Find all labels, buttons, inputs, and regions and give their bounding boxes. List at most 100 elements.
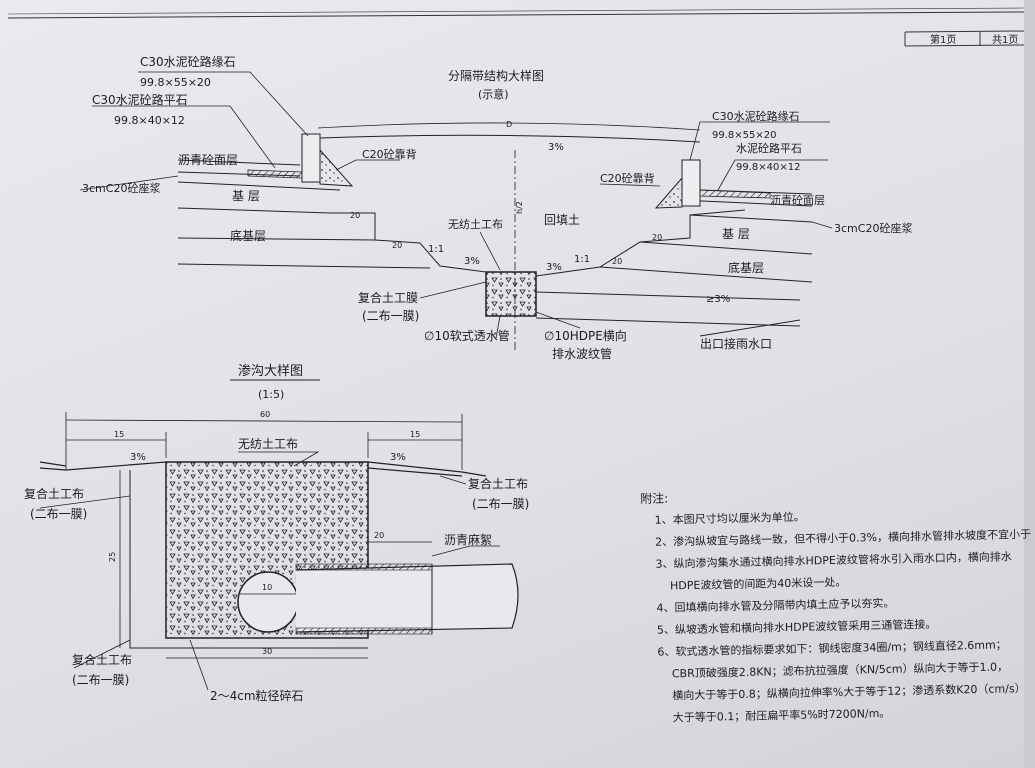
right-backing <box>654 176 683 209</box>
subbase-left: 底基层 <box>230 228 266 243</box>
subbase-line-left <box>177 237 376 241</box>
soft-pipe-label: ∅10软式透水管 <box>424 328 510 343</box>
composite-label-2: (二布一膜) <box>362 309 419 323</box>
ground-left-2 <box>39 461 67 467</box>
trench-composite-right-1: 复合土工布 <box>468 476 528 491</box>
trench-composite-low-2: (二布一膜) <box>72 673 129 687</box>
step-right <box>535 209 746 277</box>
divider-structure-detail: 分隔带结构大样图 (示意) D <box>79 54 912 361</box>
outlet-leader <box>699 319 801 337</box>
page-total: 共1页 <box>992 34 1018 46</box>
backing-left: C20砼靠背 <box>362 147 417 161</box>
slope-pipe: ≥3% <box>706 294 730 305</box>
asphalt-right: 沥青砼面层 <box>770 194 825 207</box>
top-surface-line <box>319 134 701 143</box>
trench-block <box>485 271 537 317</box>
leader-flat-r <box>717 159 828 191</box>
trench-detail: 渗沟大样图 (1:5) 60 15 15 3% 3% 25 <box>24 364 529 703</box>
leader-softpipe <box>495 315 501 339</box>
hdpe-label-2: 排水波纹管 <box>552 346 612 361</box>
gravel-label: 2～4cm粒径碎石 <box>210 688 304 703</box>
leader-curb-l <box>138 71 309 137</box>
dim-d-line <box>317 122 701 131</box>
leader-hdpe <box>535 311 581 329</box>
hdpe-pipe <box>295 563 519 633</box>
hdpe-label-1: ∅10HDPE横向 <box>544 328 627 343</box>
step-left <box>330 212 487 273</box>
base-left: 基 层 <box>232 189 260 203</box>
pipe-top-line <box>535 291 801 301</box>
right-curb <box>681 159 701 207</box>
flat-left-size: 99.8×40×12 <box>114 114 185 127</box>
trench-composite-right-2: (二布一膜) <box>472 497 529 511</box>
asphalt-top-left <box>177 159 301 166</box>
step-20-d: 20 <box>652 233 662 242</box>
composite-label-1: 复合土工膜 <box>358 290 418 305</box>
slope-top: 3% <box>548 142 564 153</box>
slope-11-right: 1:1 <box>574 254 590 265</box>
slope-right: 3% <box>390 452 406 463</box>
hemp-seal-bottom <box>295 627 433 635</box>
bottom-line-left <box>177 263 431 269</box>
leader-composite <box>419 281 487 299</box>
leader-backing-l <box>335 159 400 171</box>
trench-composite-low-1: 复合土工布 <box>72 652 132 667</box>
page-number: 第1页 <box>930 33 956 46</box>
step-20-a: 20 <box>350 211 360 220</box>
dim-15-left: 15 <box>114 430 124 439</box>
dim-10: 10 <box>262 583 272 592</box>
step-20-c: 20 <box>612 257 622 266</box>
trench-scale: (1:5) <box>258 388 284 401</box>
trench-composite-left-1: 复合土工布 <box>24 486 84 501</box>
dim-30: 30 <box>262 647 272 656</box>
dim-15-right: 15 <box>410 430 420 439</box>
curb-left-name: C30水泥砼路缘石 <box>140 54 236 69</box>
base-line-left <box>177 207 331 214</box>
base-top-left <box>177 181 341 191</box>
notes-block: 附注: 1、本图尺寸均以厘米为单位。 2、渗沟纵坡宜与路线一致，但不得小于0.3… <box>640 480 1031 730</box>
base-right: 基 层 <box>722 227 750 241</box>
asphalt-left: 沥青砼面层 <box>178 153 238 167</box>
divider-title: 分隔带结构大样图 <box>448 68 544 83</box>
slope-left: 3% <box>130 452 146 463</box>
backing-right: C20砼靠背 <box>600 171 655 185</box>
dim-20: 20 <box>374 531 384 540</box>
flat-right-name: 水泥砼路平石 <box>736 142 802 155</box>
trench-composite-left-2: (二布一膜) <box>30 507 87 521</box>
outlet-label: 出口接雨水口 <box>700 336 772 351</box>
base-line-right <box>689 214 813 223</box>
slope-right-bottom: 3% <box>546 262 562 273</box>
slope-11-left: 1:1 <box>428 244 444 255</box>
leader-curb-r <box>689 121 830 161</box>
backfill-label: 回填土 <box>544 213 580 227</box>
leader-backing-r <box>599 183 661 187</box>
dim-h: h/2 <box>515 201 524 214</box>
dim-d: D <box>506 120 512 129</box>
leader-nonwoven <box>479 231 501 271</box>
bottom-line-right <box>599 266 813 283</box>
leader-flat-l <box>92 105 276 169</box>
curb-right-name: C30水泥砼路缘石 <box>712 110 800 123</box>
mortar-right: 3cmC20砼座浆 <box>834 221 912 235</box>
curb-left-size: 99.8×55×20 <box>140 76 211 89</box>
dim-25: 25 <box>108 552 117 562</box>
base-top-right <box>679 199 813 207</box>
sheet-frame <box>7 7 1025 47</box>
right-flat-stone <box>699 189 771 199</box>
mortar-left: 3cmC20砼座浆 <box>82 181 160 195</box>
hemp-seal-top <box>295 563 433 571</box>
asphalt-hemp-label: 沥青麻絮 <box>444 532 492 547</box>
divider-subtitle: (示意) <box>478 87 509 101</box>
ground-left <box>39 461 167 471</box>
trench-title: 渗沟大样图 <box>238 364 303 379</box>
left-flat-stone <box>247 169 303 179</box>
curb-right-size: 99.8×55×20 <box>712 130 776 141</box>
slope-left-bottom: 3% <box>464 256 480 267</box>
leader-mortar-l <box>79 175 179 191</box>
step-20-b: 20 <box>392 241 402 250</box>
left-backing <box>319 148 354 187</box>
dim-60: 60 <box>260 410 270 419</box>
leader-mortar-r <box>811 221 833 229</box>
